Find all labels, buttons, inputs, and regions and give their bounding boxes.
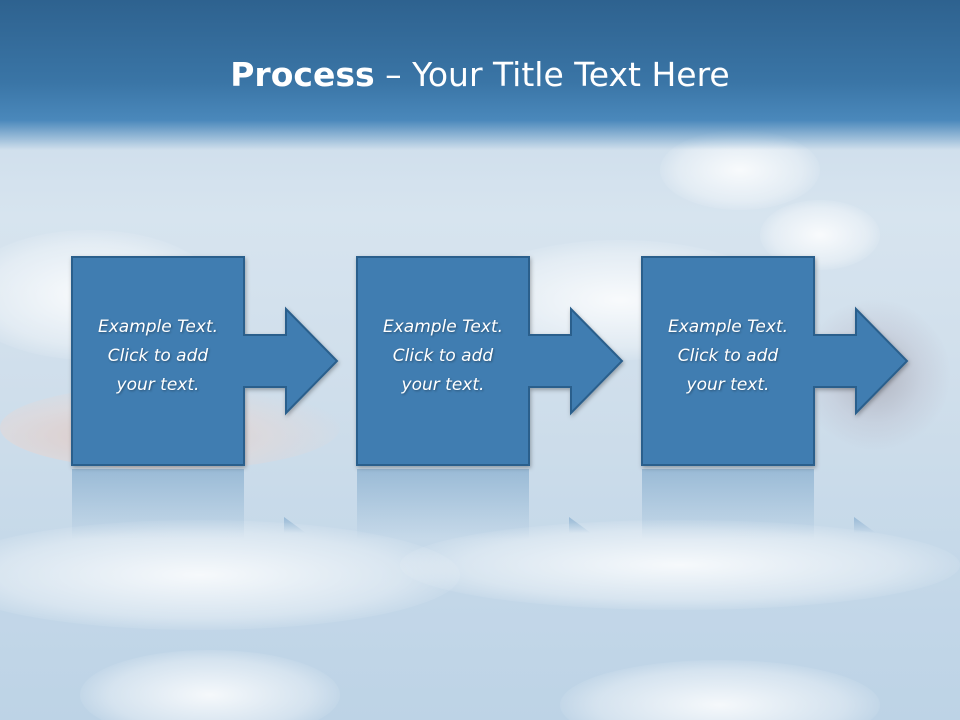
process-step-1-arrow-box[interactable] xyxy=(71,256,339,466)
process-step-1-arrow-reflection xyxy=(284,517,306,533)
cloud-decoration xyxy=(80,650,340,720)
process-step-2-arrow-box[interactable] xyxy=(356,256,624,466)
slide-title-rest: – Your Title Text Here xyxy=(374,55,730,94)
diagram-reflections xyxy=(72,469,876,539)
process-steps xyxy=(71,256,909,466)
process-step-2-reflection xyxy=(357,469,529,539)
process-step-text-line: Click to add xyxy=(107,346,209,366)
process-step-3-text[interactable]: Example Text. Click to add your text. xyxy=(642,313,814,400)
process-step-text-line: your text. xyxy=(686,375,770,395)
title-band xyxy=(0,0,960,150)
process-step-3-reflection xyxy=(642,469,814,539)
process-step-text-line: your text. xyxy=(116,375,200,395)
process-step-2-text[interactable]: Example Text. Click to add your text. xyxy=(357,313,529,400)
process-step-text-line: Example Text. xyxy=(667,317,789,337)
process-step-2-arrow-reflection xyxy=(569,517,591,533)
process-step-text-line: Click to add xyxy=(392,346,494,366)
slide-title[interactable]: Process – Your Title Text Here xyxy=(0,52,960,98)
process-step-1-text[interactable]: Example Text. Click to add your text. xyxy=(72,313,244,400)
process-step-text-line: your text. xyxy=(401,375,485,395)
process-step-text-line: Click to add xyxy=(677,346,779,366)
process-step-1-reflection xyxy=(72,469,244,539)
slide-title-bold: Process xyxy=(230,55,375,94)
process-step-text-line: Example Text. xyxy=(382,317,504,337)
process-step-3-arrow-reflection xyxy=(854,517,876,533)
process-step-text-line: Example Text. xyxy=(97,317,219,337)
process-step-3-arrow-box[interactable] xyxy=(641,256,909,466)
